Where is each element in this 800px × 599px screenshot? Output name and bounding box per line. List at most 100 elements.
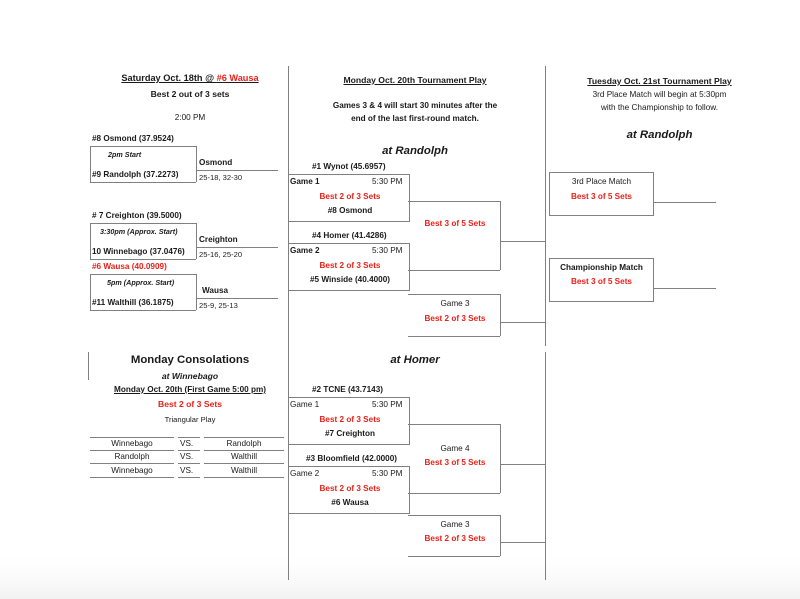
left-match-1-start-note: 2pm Start bbox=[108, 150, 142, 159]
randolph-game2-time: 5:30 PM bbox=[372, 246, 403, 255]
column-divider-left bbox=[288, 66, 289, 580]
randolph-semi-format: Best 3 of 5 Sets bbox=[424, 219, 486, 228]
left-match-2-winner-rule bbox=[196, 247, 278, 248]
middle-site-homer: at Homer bbox=[390, 354, 440, 366]
left-match-1-winner: Osmond bbox=[199, 158, 233, 167]
championship-winner-line bbox=[654, 288, 716, 289]
consolation-row-2-team-a: Randolph bbox=[114, 452, 150, 461]
championship-box bbox=[549, 258, 654, 302]
randolph-semi-bottom-rule bbox=[408, 270, 500, 271]
homer-semi-winner-line bbox=[500, 464, 545, 465]
middle-note-line-1: Games 3 & 4 will start 30 minutes after … bbox=[332, 101, 498, 110]
consolation-row-3-vs: VS. bbox=[180, 466, 194, 475]
homer-game1-box bbox=[288, 397, 410, 445]
homer-semi-right-edge bbox=[500, 424, 501, 493]
championship-label: Championship Match bbox=[560, 263, 643, 272]
homer-game2-format: Best 2 of 3 Sets bbox=[319, 484, 381, 493]
left-match-3-top-team: #6 Wausa (40.0909) bbox=[92, 262, 167, 271]
randolph-game2-top-team: #4 Homer (41.4286) bbox=[312, 231, 387, 240]
left-match-2-bottom-team: 10 Winnebago (37.0476) bbox=[92, 247, 185, 256]
left-match-1-left-edge bbox=[90, 146, 91, 182]
consolation-row-1-team-a: Winnebago bbox=[111, 439, 153, 448]
homer-semi-bottom-rule bbox=[408, 493, 500, 494]
homer-game2-time: 5:30 PM bbox=[372, 469, 403, 478]
randolph-game1-bottom-team: #8 Osmond bbox=[327, 206, 373, 215]
left-match-2-score: 25-16, 25-20 bbox=[199, 250, 243, 259]
consolations-venue: at Winnebago bbox=[161, 371, 219, 381]
randolph-game2-box bbox=[288, 243, 410, 291]
consolation-row-1-a-top bbox=[90, 437, 174, 438]
right-note-line-2: with the Championship to follow. bbox=[601, 103, 718, 112]
consolations-title: Monday Consolations bbox=[130, 354, 250, 366]
third-place-label: 3rd Place Match bbox=[571, 177, 632, 186]
left-match-3-winner-rule bbox=[196, 298, 278, 299]
third-place-box bbox=[549, 172, 654, 216]
left-match-2-top-rule bbox=[90, 223, 196, 224]
left-header-venue: #6 Wausa bbox=[216, 73, 259, 83]
left-match-2-top-team: # 7 Creighton (39.5000) bbox=[92, 211, 182, 220]
randolph-game1-top-team: #1 Wynot (45.6957) bbox=[312, 162, 386, 171]
homer-game1-time: 5:30 PM bbox=[372, 400, 403, 409]
left-match-3-winner: Wausa bbox=[202, 286, 229, 295]
left-match-2-winner: Creighton bbox=[199, 235, 238, 244]
left-match-3-right-edge bbox=[196, 274, 197, 310]
consolation-row-1-vs: VS. bbox=[180, 439, 194, 448]
homer-game1-top-team: #2 TCNE (43.7143) bbox=[312, 385, 383, 394]
homer-game2-bottom-team: #6 Wausa bbox=[331, 498, 369, 507]
consolation-row-2-vs-bottom bbox=[178, 463, 200, 464]
left-match-2-right-edge bbox=[196, 223, 197, 259]
randolph-game2-bottom-team: #5 Winside (40.4000) bbox=[309, 275, 391, 284]
homer-game2-box bbox=[288, 466, 410, 514]
homer-game2-label: Game 2 bbox=[290, 469, 320, 478]
left-first-time: 2:00 PM bbox=[174, 113, 206, 122]
homer-semi-top-rule bbox=[408, 424, 500, 425]
left-match-3-bottom-rule bbox=[90, 310, 196, 311]
consolation-row-1-vs-bottom bbox=[178, 450, 200, 451]
consolation-row-3-b-bottom bbox=[204, 477, 284, 478]
consolation-row-2-a-bottom bbox=[90, 463, 174, 464]
left-match-1-top-team: #8 Osmond (37.9524) bbox=[92, 134, 174, 143]
left-match-2-left-edge bbox=[90, 223, 91, 259]
consolation-row-1-a-bottom bbox=[90, 450, 174, 451]
left-header-date: Saturday Oct. 18th @ bbox=[121, 73, 217, 83]
consolation-row-1-b-bottom bbox=[204, 450, 284, 451]
middle-header: Monday Oct. 20th Tournament Play bbox=[343, 75, 487, 85]
consolation-row-1-b-top bbox=[204, 437, 284, 438]
right-header: Tuesday Oct. 21st Tournament Play bbox=[587, 76, 732, 86]
consolation-row-2-b-bottom bbox=[204, 463, 284, 464]
homer-game3-format: Best 2 of 3 Sets bbox=[424, 534, 486, 543]
randolph-game1-format: Best 2 of 3 Sets bbox=[319, 192, 381, 201]
consolation-row-3-team-b: Walthill bbox=[230, 466, 258, 475]
randolph-game3-right-edge bbox=[500, 294, 501, 336]
left-match-1-bottom-rule bbox=[90, 182, 196, 183]
randolph-game3-bottom-rule bbox=[408, 336, 500, 337]
consolation-row-3-a-bottom bbox=[90, 477, 174, 478]
homer-game3-label: Game 3 bbox=[440, 520, 470, 529]
third-place-winner-line bbox=[654, 202, 716, 203]
consolation-row-1-vs-top bbox=[178, 437, 200, 438]
randolph-game1-time: 5:30 PM bbox=[372, 177, 403, 186]
homer-semi-label: Game 4 bbox=[440, 444, 470, 453]
left-header-format: Best 2 out of 3 sets bbox=[150, 89, 230, 99]
left-match-1-score: 25-18, 32-30 bbox=[199, 173, 243, 182]
homer-game1-bottom-team: #7 Creighton bbox=[324, 429, 376, 438]
championship-format: Best 3 of 5 Sets bbox=[571, 277, 632, 286]
randolph-semi-right-edge bbox=[500, 201, 501, 270]
consolation-row-1-team-b: Randolph bbox=[226, 439, 262, 448]
right-note-line-1: 3rd Place Match will begin at 5:30pm bbox=[592, 90, 727, 99]
left-match-1-right-edge bbox=[196, 146, 197, 182]
randolph-game1-box bbox=[288, 174, 410, 222]
consolations-accent-bar bbox=[88, 352, 89, 380]
left-match-3-score: 25-9, 25-13 bbox=[199, 301, 238, 310]
middle-note-line-2: end of the last first-round match. bbox=[351, 114, 479, 123]
left-match-2-start-note: 3:30pm (Approx. Start) bbox=[100, 227, 178, 236]
left-match-2-bottom-rule bbox=[90, 259, 196, 260]
randolph-game3-winner-line bbox=[500, 322, 545, 323]
right-site: at Randolph bbox=[626, 129, 693, 141]
randolph-semi-top-rule bbox=[408, 201, 500, 202]
left-match-3-start-note: 5pm (Approx. Start) bbox=[107, 278, 175, 287]
consolation-row-2-vs: VS. bbox=[180, 452, 194, 461]
randolph-semi-winner-line bbox=[500, 241, 545, 242]
randolph-game2-format: Best 2 of 3 Sets bbox=[319, 261, 381, 270]
